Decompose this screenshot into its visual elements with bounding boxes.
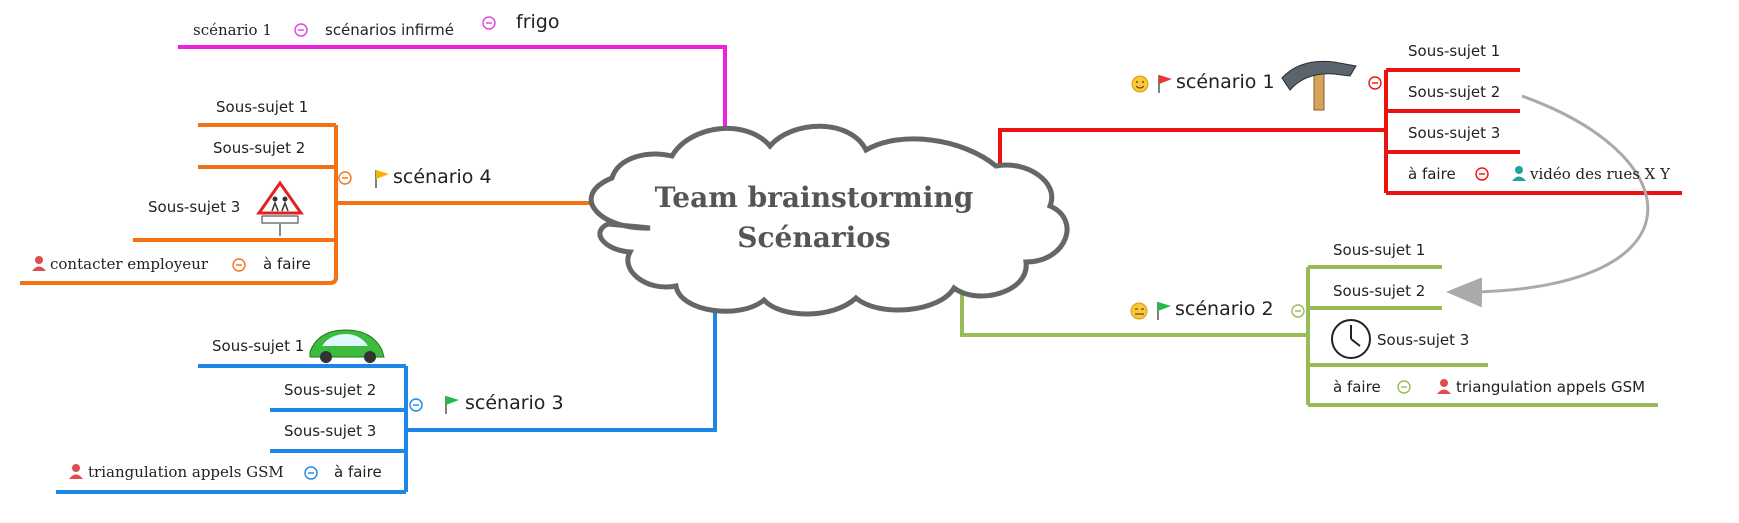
orange-sub-2[interactable]: Sous-sujet 2	[213, 139, 306, 157]
red-topic-scenario1[interactable]: scénario 1	[1176, 71, 1275, 93]
hammer-icon	[1281, 60, 1357, 111]
pink-item-frigo[interactable]: frigo	[516, 11, 560, 33]
green-sub-1[interactable]: Sous-sujet 1	[1333, 241, 1426, 259]
green-collapse-icon[interactable]	[1291, 304, 1411, 394]
blue-task-label[interactable]: à faire	[334, 463, 382, 481]
branch-pink-lines	[178, 45, 727, 150]
green-sub-2[interactable]: Sous-sujet 2	[1333, 282, 1426, 300]
red-task-person[interactable]: vidéo des rues X Y	[1530, 165, 1671, 183]
green-task-label[interactable]: à faire	[1333, 378, 1381, 396]
pink-collapse-icon[interactable]	[294, 16, 496, 37]
blue-sub-1[interactable]: Sous-sujet 1	[212, 337, 305, 355]
green-topic-scenario2[interactable]: scénario 2	[1175, 298, 1274, 320]
blue-flag-icon	[445, 396, 459, 414]
branch-blue-lines	[56, 310, 717, 494]
blue-topic-scenario3[interactable]: scénario 3	[465, 392, 564, 414]
central-title-line2: Scénarios	[737, 221, 891, 254]
red-task-label[interactable]: à faire	[1408, 165, 1456, 183]
green-person-icon	[1437, 379, 1451, 394]
orange-topic-scenario4[interactable]: scénario 4	[393, 166, 492, 188]
blue-task-person[interactable]: triangulation appels GSM	[88, 463, 284, 481]
red-sub-2[interactable]: Sous-sujet 2	[1408, 83, 1501, 101]
green-task-person[interactable]: triangulation appels GSM	[1456, 378, 1646, 396]
pink-item-scenarios-infirme[interactable]: scénarios infirmé	[325, 21, 454, 39]
blue-sub-3[interactable]: Sous-sujet 3	[284, 422, 377, 440]
orange-task-label[interactable]: à faire	[263, 255, 311, 273]
central-cloud[interactable]	[588, 123, 1070, 317]
green-neutral-icon	[1130, 302, 1148, 320]
red-flag-icon	[1158, 75, 1172, 93]
clock-icon	[1331, 319, 1371, 359]
pink-item-scenario1[interactable]: scénario 1	[193, 21, 272, 39]
branch-orange-lines	[20, 123, 612, 285]
orange-person-icon	[32, 256, 46, 271]
red-sub-3[interactable]: Sous-sujet 3	[1408, 124, 1501, 142]
orange-flag-icon	[375, 170, 389, 188]
orange-sub-3[interactable]: Sous-sujet 3	[148, 198, 241, 216]
relationship-arrow[interactable]	[1446, 94, 1650, 308]
blue-person-icon	[69, 464, 83, 479]
car-icon	[309, 329, 385, 363]
blue-collapse-icon[interactable]	[304, 398, 423, 480]
red-sub-1[interactable]: Sous-sujet 1	[1408, 42, 1501, 60]
branch-red-lines	[998, 68, 1682, 195]
red-smile-icon	[1131, 75, 1149, 93]
green-sub-3[interactable]: Sous-sujet 3	[1377, 331, 1470, 349]
central-title-line1: Team brainstorming	[654, 181, 974, 214]
central-topic[interactable]: Team brainstorming Scénarios	[614, 178, 1014, 258]
school-sign-icon	[256, 180, 304, 236]
orange-collapse-icon[interactable]	[232, 171, 352, 272]
red-person-icon	[1512, 166, 1526, 181]
orange-sub-1[interactable]: Sous-sujet 1	[216, 98, 309, 116]
red-collapse-icon[interactable]	[1368, 76, 1489, 181]
orange-task-person[interactable]: contacter employeur	[50, 255, 209, 273]
blue-sub-2[interactable]: Sous-sujet 2	[284, 381, 377, 399]
green-flag-icon	[1157, 302, 1171, 320]
